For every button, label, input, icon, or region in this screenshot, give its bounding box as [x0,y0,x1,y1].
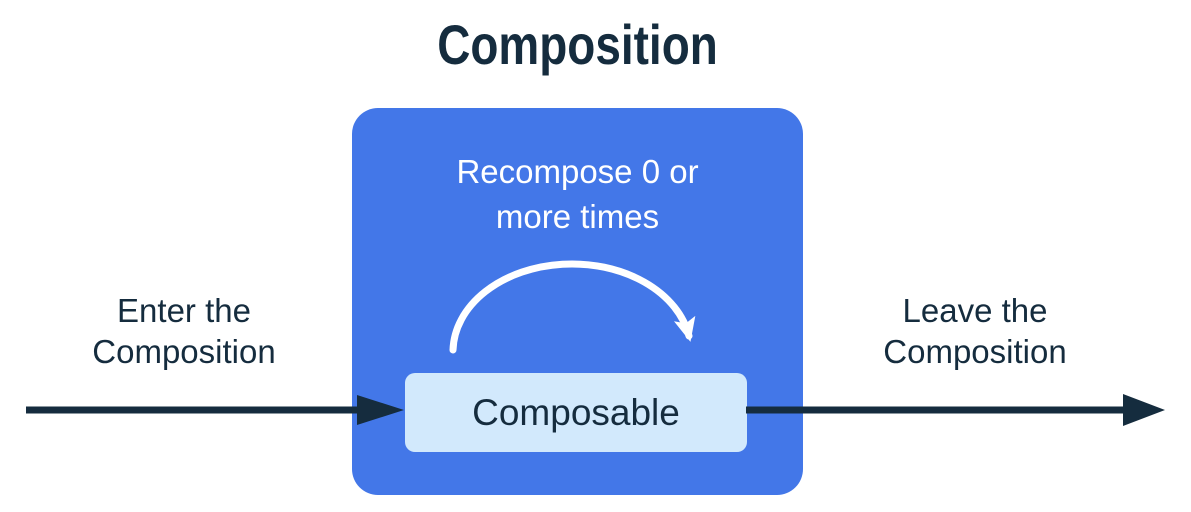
composable-node: Composable [405,373,747,452]
enter-label-line2: Composition [92,333,276,370]
enter-arrow-icon [26,395,404,425]
enter-label-line1: Enter the [117,292,251,329]
leave-label-line2: Composition [883,333,1067,370]
leave-label-line1: Leave the [902,292,1048,329]
recompose-loop-arrow-icon [449,260,696,354]
recompose-label-line2: more times [495,198,660,235]
leave-arrow-icon [746,394,1165,426]
recompose-label-line1: Recompose 0 or [456,153,699,190]
composable-node-label: Composable [472,391,680,433]
leave-composition-label: Leave the Composition [825,290,1125,372]
enter-composition-label: Enter the Composition [34,290,334,372]
recompose-label: Recompose 0 or more times [352,149,803,239]
diagram-title: Composition [437,13,718,76]
composition-panel: Recompose 0 or more times Composable [352,108,803,495]
